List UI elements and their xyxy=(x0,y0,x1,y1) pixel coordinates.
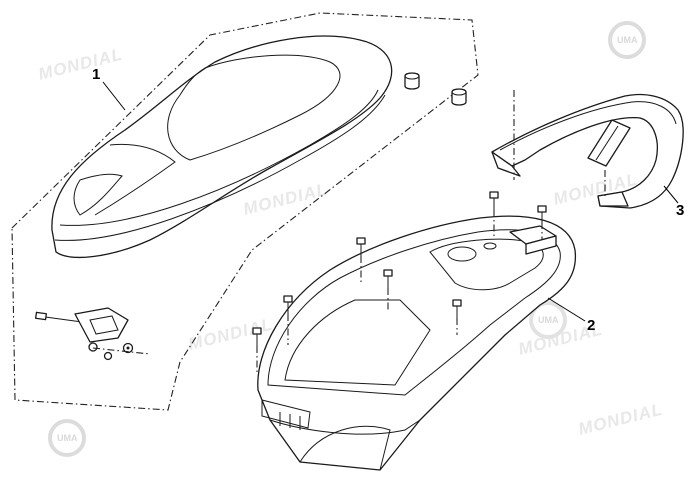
seat-base-line xyxy=(54,94,386,241)
mounting-bolt-icon xyxy=(452,299,462,335)
svg-text:UMA: UMA xyxy=(57,433,78,443)
seat xyxy=(51,35,393,259)
mounting-bolt-icon xyxy=(356,237,366,284)
mounting-bolt-icon xyxy=(489,191,499,236)
seat-bumper-rubber xyxy=(404,72,420,90)
seat-rider-section xyxy=(167,54,341,161)
uma-logo-icon: UMA xyxy=(608,21,646,59)
seat-group-boundary xyxy=(11,12,479,411)
grab-rail-top-edge xyxy=(499,101,677,151)
luggage-box-lower-panel xyxy=(299,425,391,471)
callout-number: 1 xyxy=(92,66,100,83)
callout-number: 3 xyxy=(676,202,684,219)
grab-rail-body xyxy=(491,93,684,209)
uma-logo-icon: UMA xyxy=(529,301,567,339)
watermark-text: MONDIAL xyxy=(576,400,664,439)
mounting-bolt-icon xyxy=(537,205,547,240)
luggage-box-battery-recess xyxy=(429,238,544,291)
luggage-box-floor-cavity xyxy=(284,299,431,386)
luggage-box-front-lip xyxy=(261,399,311,429)
mounting-bolt-icon xyxy=(283,295,293,345)
uma-logo-icon: UMA xyxy=(48,419,86,457)
callout-1: 1 xyxy=(92,66,126,111)
seat-piping-line xyxy=(59,89,379,226)
seat-front-panel xyxy=(73,173,123,216)
seat-bumper-rubber xyxy=(451,88,467,106)
mounting-bolt-icon xyxy=(252,327,262,372)
luggage-box xyxy=(257,215,577,471)
rear-grab-rail xyxy=(491,90,684,209)
watermark-text: MONDIAL xyxy=(241,180,329,219)
grab-rail-center-bracket xyxy=(587,119,631,167)
seat-step-line xyxy=(94,143,176,216)
callout-2: 2 xyxy=(547,297,595,334)
svg-text:UMA: UMA xyxy=(617,35,638,45)
luggage-box-cup-hole-inner xyxy=(483,242,497,250)
svg-text:UMA: UMA xyxy=(538,315,559,325)
mounting-bolt-icon xyxy=(383,269,393,310)
luggage-box-front-wall xyxy=(269,419,421,435)
callout-number: 2 xyxy=(587,317,595,334)
watermark-text: MONDIAL xyxy=(36,45,124,84)
callout-3: 3 xyxy=(663,185,684,219)
seat-hinge-assembly xyxy=(34,307,151,361)
grab-rail-left-foot xyxy=(491,151,521,177)
seat-outline xyxy=(51,35,393,259)
luggage-box-cup-hole xyxy=(447,246,477,262)
